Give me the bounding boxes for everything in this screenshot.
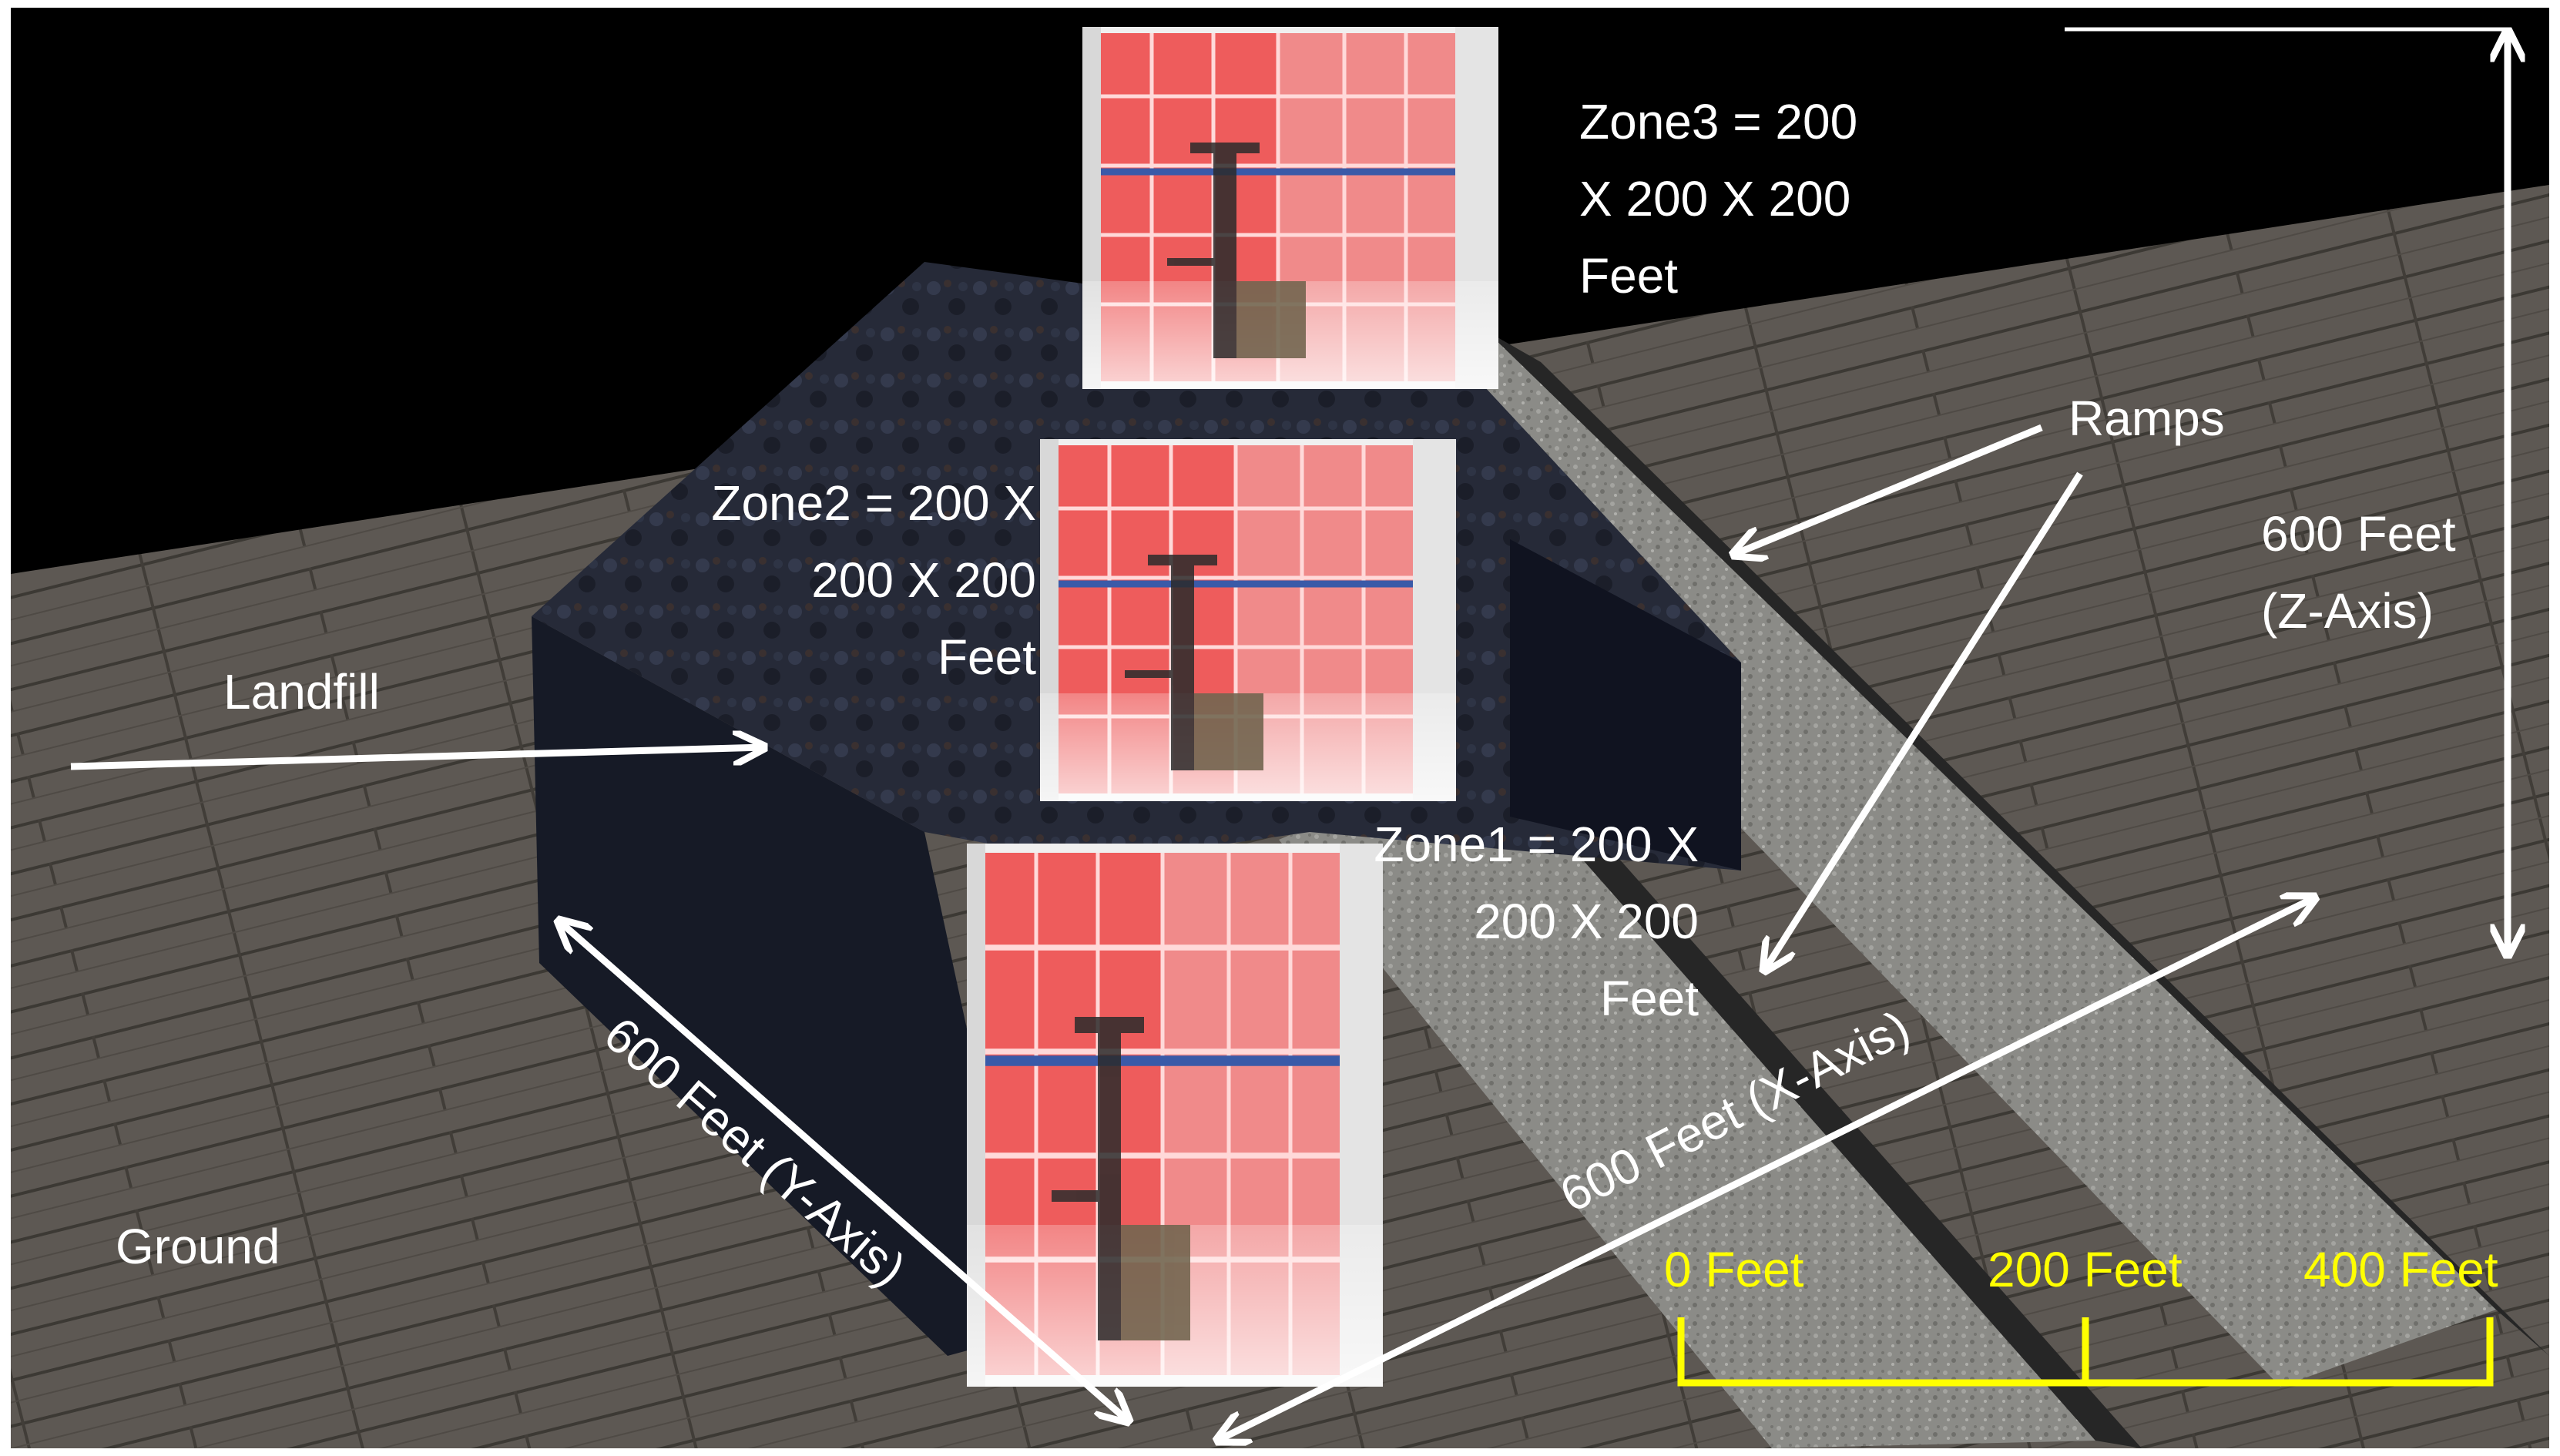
zone1-box	[967, 844, 1383, 1387]
zone3-label-line1: Zone3 = 200	[1579, 94, 1857, 149]
zone3-box	[1082, 27, 1498, 389]
zone1-label-line1: Zone1 = 200 X	[1374, 817, 1699, 872]
ramps-arrow-upper	[1733, 424, 2043, 555]
zone2-label-line2: 200 X 200	[811, 552, 1036, 608]
scale-label-400: 400 Feet	[2303, 1242, 2498, 1297]
landfill-arrow	[70, 747, 764, 770]
zone2-label-line1: Zone2 = 200 X	[711, 475, 1036, 531]
ground-label: Ground	[116, 1219, 280, 1274]
landfill-label: Landfill	[223, 664, 380, 720]
y-axis-arrow	[559, 921, 1129, 1421]
scale-label-0: 0 Feet	[1664, 1242, 1804, 1297]
zone1-label-line3: Feet	[1600, 971, 1699, 1026]
z-axis-label-line1: 600 Feet	[2261, 506, 2456, 562]
z-axis-label-line2: (Z-Axis)	[2261, 583, 2434, 639]
scale-label-200: 200 Feet	[1988, 1242, 2183, 1297]
zone2-box	[1040, 439, 1456, 801]
x-axis-arrow	[1217, 897, 2315, 1441]
ramps-label: Ramps	[2068, 391, 2225, 446]
zone1-label-line2: 200 X 200	[1474, 894, 1699, 949]
zone3-label-line3: Feet	[1579, 248, 1678, 304]
ramps-arrow-lower	[1764, 471, 2083, 971]
zone3-label-line2: X 200 X 200	[1579, 171, 1850, 226]
zone2-label-line3: Feet	[938, 629, 1036, 685]
scale-bar	[1677, 1317, 2494, 1387]
